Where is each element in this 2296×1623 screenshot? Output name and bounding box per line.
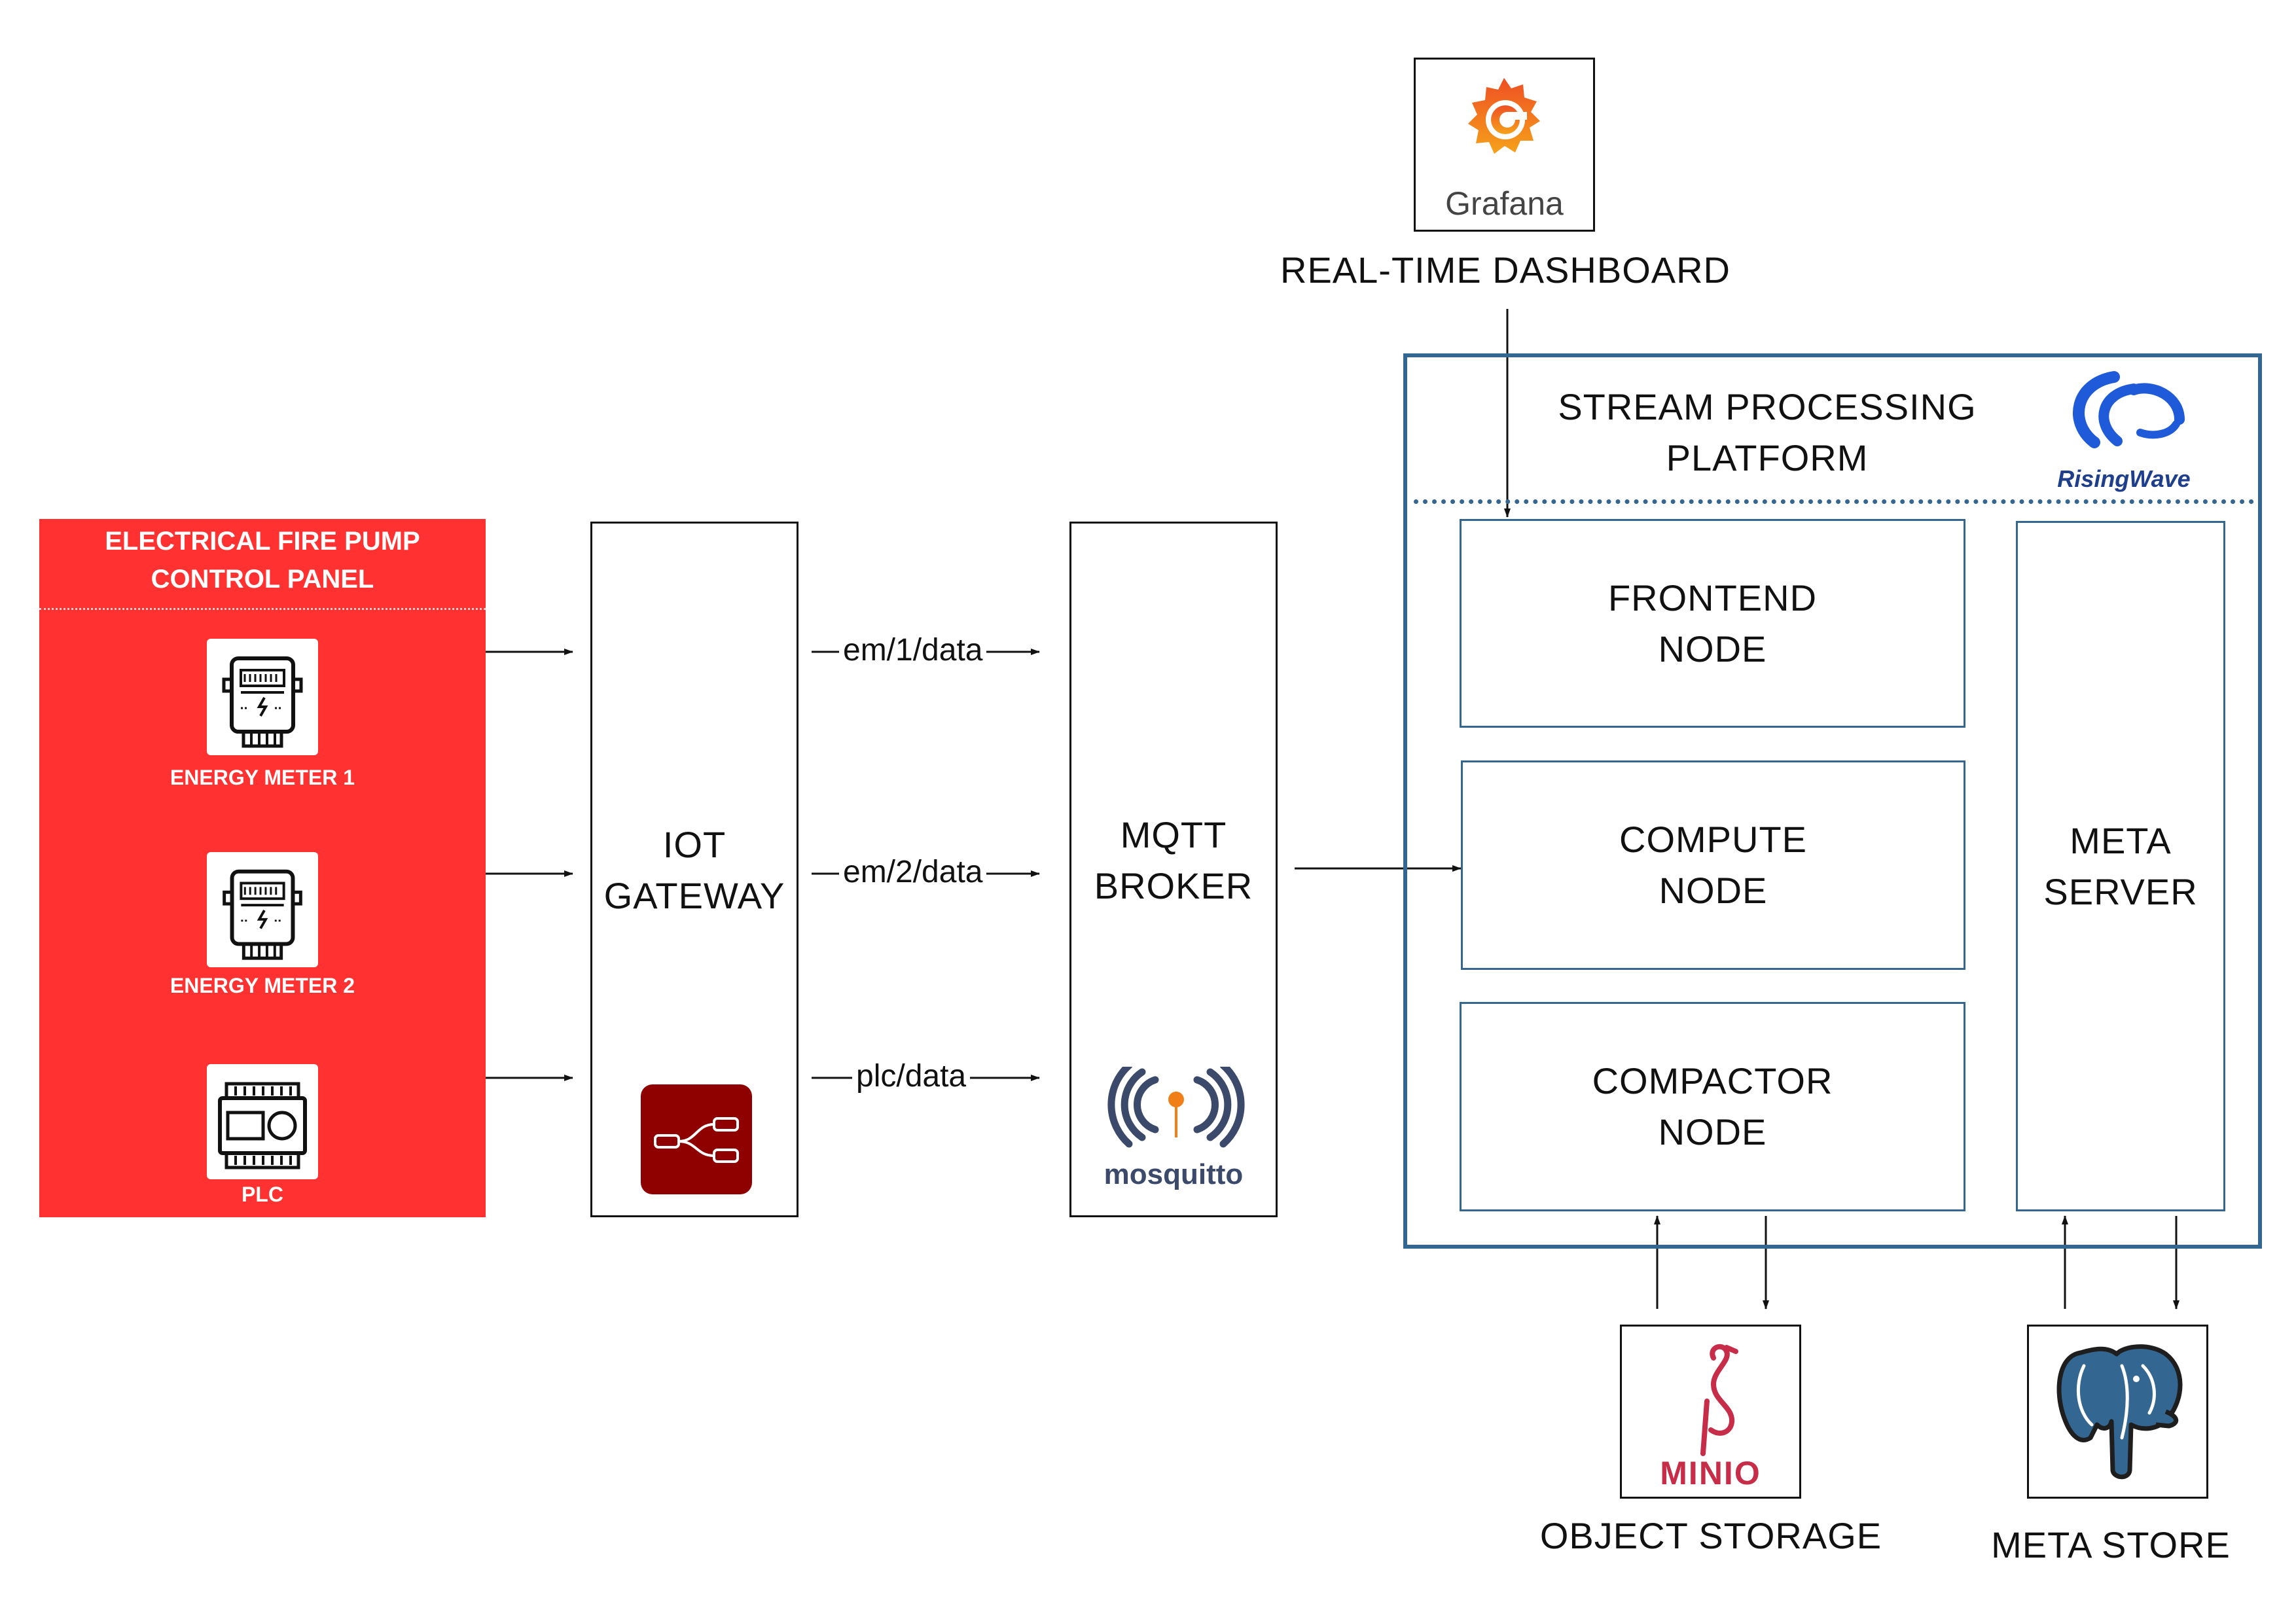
- topic-label-em1: em/1/data: [839, 632, 987, 668]
- risingwave-logo: [2073, 371, 2185, 448]
- compute-node: COMPUTE NODE: [1461, 760, 1965, 970]
- device-label-plc: PLC: [242, 1182, 283, 1206]
- plc-icon: [218, 1082, 307, 1169]
- node-red-icon: [641, 1084, 752, 1194]
- stream-processing-platform: STREAM PROCESSING PLATFORM RisingWave FR…: [1403, 353, 2262, 1249]
- compactor-node: COMPACTOR NODE: [1460, 1002, 1965, 1211]
- energy-meter-1: [207, 639, 318, 755]
- meta-server: META SERVER: [2016, 521, 2225, 1211]
- control-panel: ELECTRICAL FIRE PUMP CONTROL PANEL ENERG…: [39, 519, 486, 1217]
- postgres-box: [2027, 1325, 2208, 1499]
- panel-divider: [39, 608, 486, 610]
- meta-store-label: META STORE: [1991, 1524, 2231, 1565]
- minio-wordmark: MINIO: [1660, 1455, 1761, 1491]
- device-label-energy-meter-2: ENERGY METER 2: [170, 973, 355, 997]
- mosquitto-logo: [1107, 1067, 1245, 1148]
- device-label-energy-meter-1: ENERGY METER 1: [170, 765, 355, 789]
- energy-meter-icon: [222, 656, 303, 748]
- grafana-logo: [1468, 78, 1540, 154]
- grafana-wordmark: Grafana: [1445, 185, 1564, 222]
- object-storage-label: OBJECT STORAGE: [1539, 1514, 1882, 1556]
- grafana-box: Grafana: [1414, 58, 1595, 232]
- minio-box: MINIO: [1620, 1325, 1801, 1499]
- minio-logo: [1700, 1344, 1738, 1456]
- topic-label-em2: em/2/data: [839, 854, 987, 890]
- iot-gateway: IOT GATEWAY: [590, 522, 798, 1217]
- frontend-node: FRONTEND NODE: [1460, 519, 1965, 728]
- iot-gateway-label: IOT GATEWAY: [603, 824, 785, 916]
- platform-title: STREAM PROCESSING PLATFORM: [1558, 386, 1977, 478]
- energy-meter-2: [207, 852, 318, 967]
- control-panel-title: ELECTRICAL FIRE PUMP CONTROL PANEL: [105, 527, 420, 594]
- platform-divider: [1414, 499, 2254, 504]
- dashboard-label: REAL-TIME DASHBOARD: [1280, 249, 1731, 291]
- mosquitto-wordmark: mosquitto: [1103, 1158, 1244, 1190]
- energy-meter-icon: [223, 869, 302, 960]
- plc-device: [207, 1064, 318, 1179]
- topic-label-plc: plc/data: [852, 1058, 971, 1094]
- mqtt-broker: MQTT BROKER mosquitto: [1069, 522, 1278, 1217]
- risingwave-wordmark: RisingWave: [2057, 465, 2191, 492]
- mqtt-broker-label: MQTT BROKER: [1094, 814, 1253, 906]
- postgresql-elephant-icon: [2056, 1344, 2183, 1480]
